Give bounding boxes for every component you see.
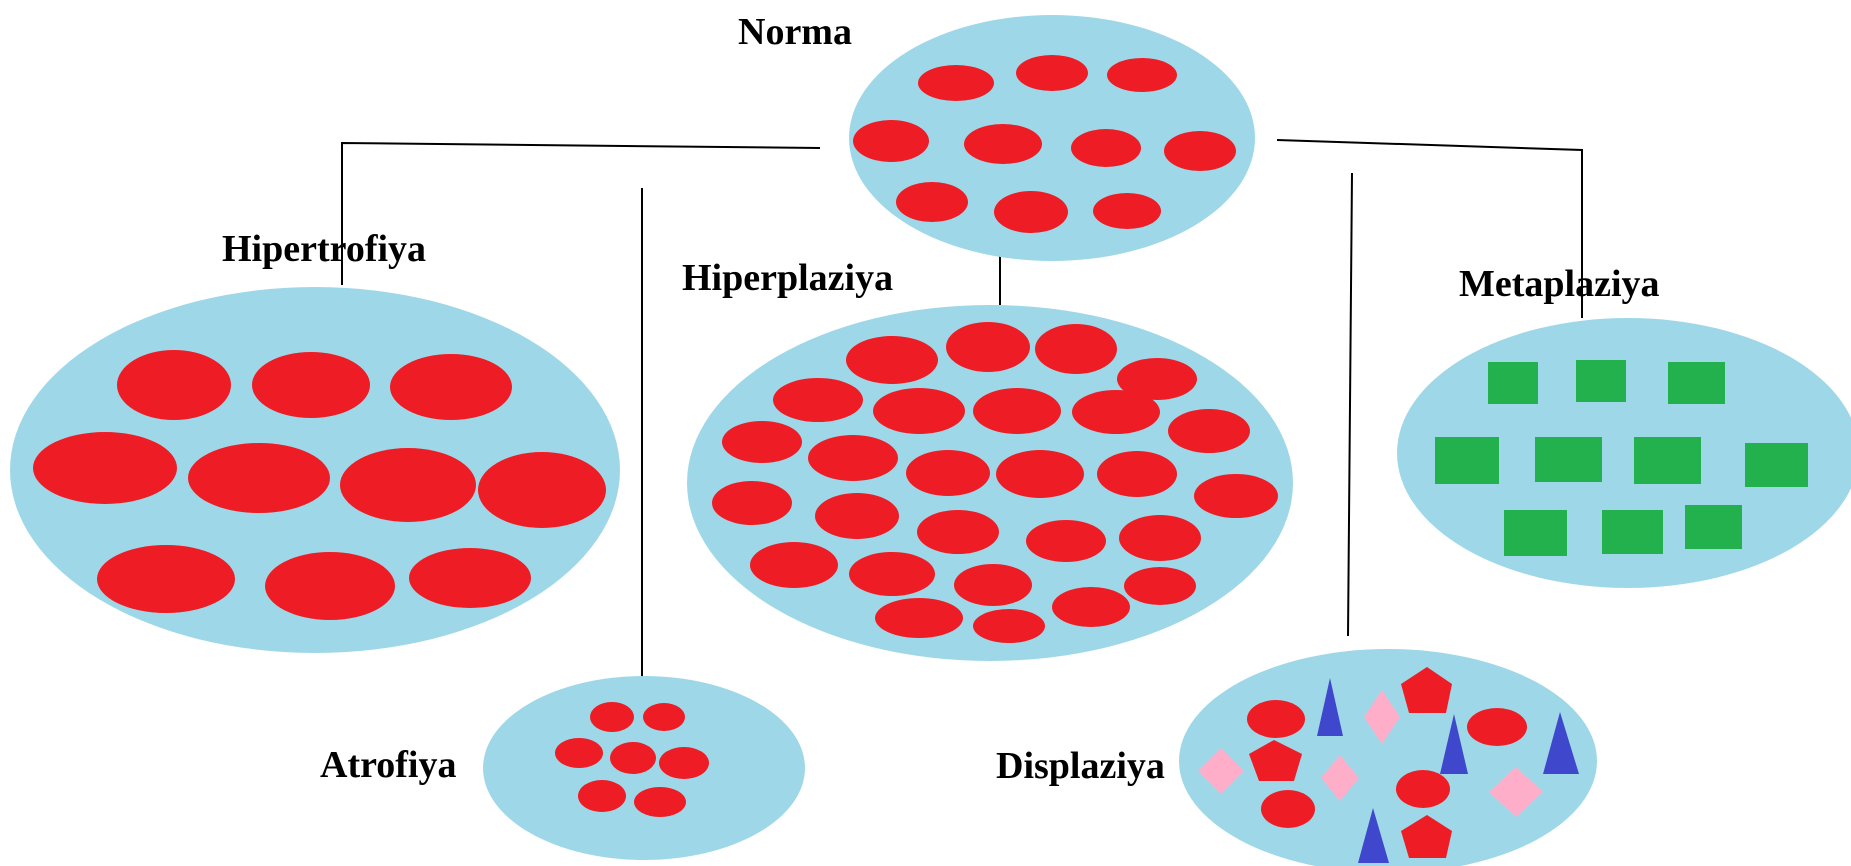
hyperplastic-cell (1035, 324, 1117, 374)
dysplastic-ellipse-cell (1396, 770, 1450, 808)
hyperplastic-cell (875, 598, 963, 638)
hypertrophic-cell (33, 432, 177, 504)
label-displaziya: Displaziya (996, 745, 1165, 787)
normal-cell (896, 182, 968, 222)
atrophic-cell (610, 742, 656, 774)
dysplastic-ellipse-cell (1467, 708, 1527, 746)
hyperplastic-cell (973, 388, 1061, 434)
hyperplastic-cell (1119, 515, 1201, 561)
hyperplastic-cell (996, 450, 1084, 498)
connector-displaziya (1348, 173, 1352, 636)
hyperplastic-cell (1194, 474, 1278, 518)
metaplastic-cell (1634, 437, 1701, 484)
hyperplastic-cell (1124, 567, 1196, 605)
normal-cell (918, 65, 994, 101)
hyperplastic-cell (1168, 409, 1250, 453)
hyperplastic-cell (906, 450, 990, 496)
hyperplastic-cell (808, 435, 898, 481)
hypertrophic-cell (97, 545, 235, 613)
label-atrofiya: Atrofiya (320, 744, 457, 786)
hypertrophic-cell (117, 350, 231, 420)
metaplaziya-cell-group (1397, 318, 1851, 588)
displaziya-cell-group (1179, 649, 1597, 866)
hyperplastic-cell (954, 564, 1032, 606)
normal-cell (994, 191, 1068, 233)
hyperplastic-cell (849, 552, 935, 596)
hyperplastic-cell (1097, 451, 1177, 497)
metaplastic-cell (1745, 443, 1808, 487)
hyperplastic-cell (873, 388, 965, 434)
metaplastic-cell (1435, 437, 1499, 484)
metaplastic-cell (1685, 505, 1742, 549)
hyperplastic-cell (712, 481, 792, 525)
hypertrophic-cell (265, 552, 395, 620)
normal-cell (964, 124, 1042, 164)
hyperplastic-cell (1052, 587, 1130, 627)
normal-cell (1164, 131, 1236, 171)
atrophic-cell (578, 780, 626, 812)
normal-cell (853, 120, 929, 162)
hyperplastic-cell (973, 609, 1045, 643)
hypertrophic-cell (252, 352, 370, 418)
normal-cell (1093, 193, 1161, 229)
label-norma: Norma (738, 11, 852, 53)
metaplastic-cell (1535, 437, 1602, 482)
atrophic-cell (555, 738, 603, 768)
hypertrophic-cell (340, 448, 476, 522)
metaplastic-cell (1504, 510, 1567, 556)
metaplastic-cell (1668, 362, 1725, 404)
hyperplastic-cell (815, 493, 899, 539)
atrophic-cell (590, 702, 634, 732)
hypertrophic-cell (409, 548, 531, 608)
atrophic-cell (634, 787, 686, 817)
metaplastic-cell (1488, 362, 1538, 404)
dysplastic-ellipse-cell (1247, 700, 1305, 738)
hypertrophic-cell (478, 452, 606, 528)
hyperplastic-cell (846, 336, 938, 384)
label-hipertrofiya: Hipertrofiya (222, 228, 426, 270)
label-hiperplaziya: Hiperplaziya (682, 257, 893, 299)
hyperplastic-cell (1072, 390, 1160, 434)
hyperplastic-cell (722, 421, 802, 463)
norma-cell-group (849, 15, 1255, 261)
hypertrophic-cell (188, 443, 330, 513)
hipertrofiya-cell-group (10, 287, 620, 653)
dysplastic-ellipse-cell (1261, 790, 1315, 828)
displaziya-tissue (1179, 649, 1597, 866)
metaplastic-cell (1602, 510, 1663, 554)
hyperplastic-cell (1026, 520, 1106, 562)
hyperplastic-cell (917, 510, 999, 554)
atrofiya-cell-group (483, 676, 805, 860)
hyperplastic-cell (773, 378, 863, 422)
hypertrophic-cell (390, 354, 512, 420)
metaplastic-cell (1576, 360, 1626, 402)
atrophic-cell (643, 703, 685, 731)
hiperplaziya-cell-group (687, 305, 1293, 661)
normal-cell (1107, 58, 1177, 92)
hyperplastic-cell (750, 542, 838, 588)
label-metaplaziya: Metaplaziya (1459, 263, 1660, 305)
atrophic-cell (659, 747, 709, 779)
normal-cell (1071, 129, 1141, 167)
hyperplastic-cell (946, 322, 1030, 372)
normal-cell (1016, 55, 1088, 91)
